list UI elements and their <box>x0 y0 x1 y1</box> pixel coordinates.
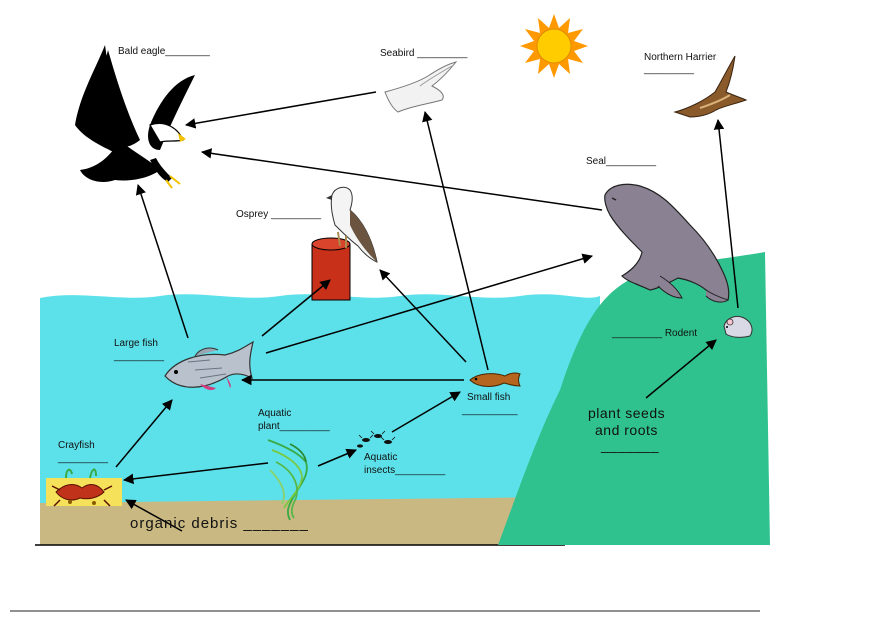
rodent-icon <box>723 315 753 338</box>
label-small-fish: Small fish <box>467 392 511 403</box>
label-seal: Seal_________ <box>586 156 657 167</box>
label-large-fish: Large fish <box>114 338 158 349</box>
label-aquatic-insects-2: insects_________ <box>364 465 446 476</box>
label-plant-seeds-2: and roots <box>595 422 658 438</box>
label-bald-eagle: Bald eagle________ <box>118 46 210 57</box>
aquatic-insects-icon <box>357 430 396 448</box>
seabird-icon <box>384 61 458 113</box>
northern-harrier-icon <box>673 55 748 118</box>
label-plant-seeds-blank: _______ <box>601 437 660 453</box>
small-fish-icon <box>469 372 521 387</box>
label-plant-seeds-1: plant seeds <box>588 405 666 421</box>
sun-icon <box>520 14 588 78</box>
food-web-arrows <box>115 91 739 532</box>
osprey-icon <box>326 186 378 263</box>
label-aquatic-plant-1: Aquatic <box>258 408 292 419</box>
seal-icon <box>604 183 730 303</box>
label-aquatic-plant-2: plant_________ <box>258 421 330 432</box>
crayfish-icon <box>46 468 122 507</box>
rock-shore <box>498 252 770 545</box>
label-large-fish-blank: _________ <box>114 351 165 362</box>
large-fish-icon <box>164 340 254 391</box>
label-rodent: _________ Rodent <box>612 328 698 339</box>
label-osprey: Osprey _________ <box>236 209 322 220</box>
label-crayfish-blank: _________ <box>58 453 109 464</box>
label-northern-harrier-blank: _________ <box>644 64 695 75</box>
label-organic-debris: organic debris _______ <box>130 515 309 532</box>
label-northern-harrier: Northern Harrier <box>644 52 717 63</box>
water <box>40 294 600 505</box>
osprey-post <box>311 237 351 301</box>
sediment <box>40 497 560 545</box>
label-small-fish-blank: __________ <box>462 405 518 416</box>
label-aquatic-insects-1: Aquatic <box>364 452 398 463</box>
label-crayfish: Crayfish <box>58 440 95 451</box>
bald-eagle-icon <box>75 45 195 189</box>
aquatic-plant-icon <box>267 439 308 521</box>
label-seabird: Seabird _________ <box>380 48 468 59</box>
